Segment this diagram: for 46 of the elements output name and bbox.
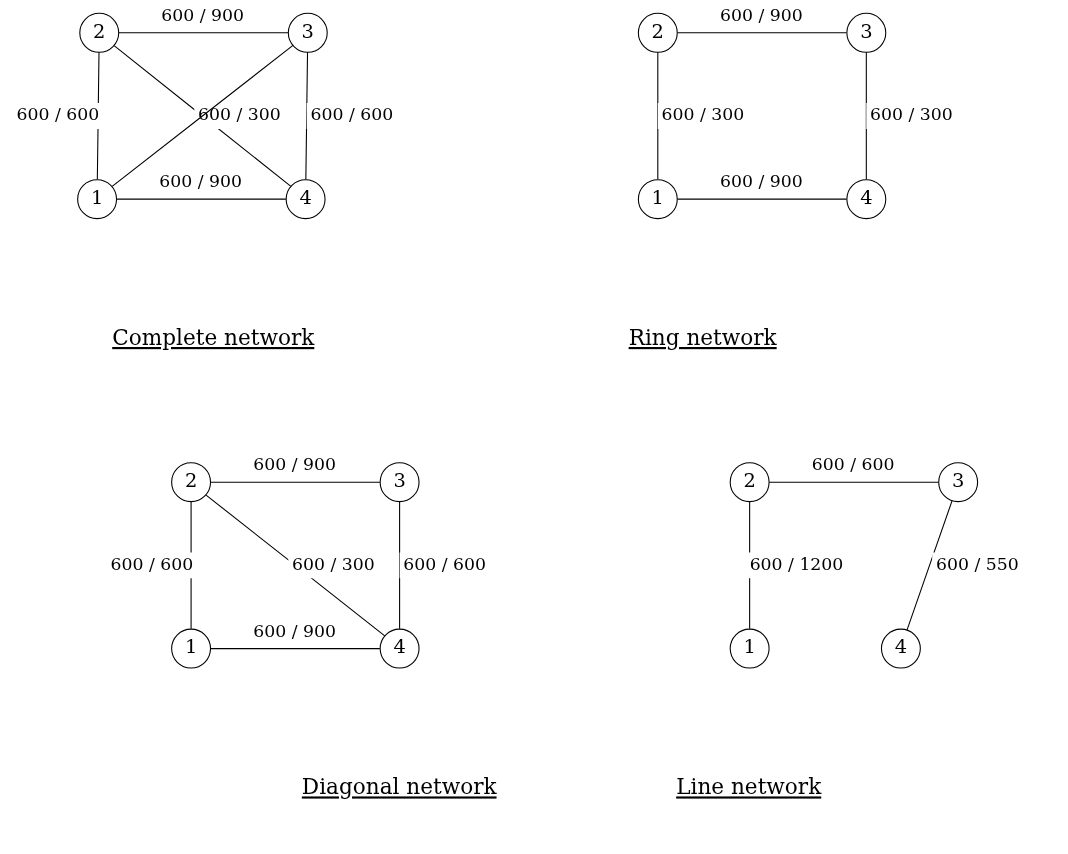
node-circle: 1 xyxy=(729,628,770,669)
edge-label: 600 / 600 xyxy=(16,104,100,125)
node-circle: 1 xyxy=(77,179,118,220)
node-circle: 3 xyxy=(846,12,887,53)
connector xyxy=(657,51,659,180)
label: Diagonal network xyxy=(301,774,497,800)
edge-label: 600 / 300 xyxy=(661,104,745,125)
edge-label: 600 / 900 xyxy=(159,171,242,192)
connector xyxy=(118,32,289,34)
connector xyxy=(399,501,401,630)
node-circle: 2 xyxy=(729,462,770,503)
node-circle: 4 xyxy=(846,179,887,220)
edge-label: 600 / 300 xyxy=(870,104,953,125)
node-circle: 2 xyxy=(637,12,678,53)
edge-label: 600 / 600 xyxy=(811,454,895,475)
edge-label: 600 / 900 xyxy=(719,171,803,192)
node-circle: 2 xyxy=(171,462,212,503)
edge-label: 600 / 600 xyxy=(310,104,394,125)
edge-label: 600 / 600 xyxy=(110,553,194,574)
label: Line network xyxy=(676,774,822,800)
node-circle: 3 xyxy=(938,462,979,503)
edge-label: 600 / 600 xyxy=(403,553,487,574)
connector xyxy=(676,198,848,200)
connector xyxy=(116,198,287,200)
node-circle: 1 xyxy=(171,628,212,669)
node-circle: 4 xyxy=(379,628,420,669)
label: Complete network xyxy=(112,325,315,350)
edge-label: 600 / 300 xyxy=(292,553,375,574)
connector xyxy=(768,481,939,483)
edge-label: 600 / 900 xyxy=(253,620,336,641)
node-circle: 2 xyxy=(79,12,120,53)
node-circle: 1 xyxy=(637,179,678,220)
node-circle: 4 xyxy=(285,179,326,220)
connector xyxy=(676,32,848,34)
label: Ring network xyxy=(628,325,777,350)
edge-label: 600 / 550 xyxy=(936,553,1019,574)
edge-label: 600 / 900 xyxy=(253,454,336,475)
connector xyxy=(210,481,381,483)
node-circle: 3 xyxy=(379,462,420,503)
connector xyxy=(906,500,953,631)
connector xyxy=(205,494,386,637)
connector xyxy=(210,648,381,650)
connector xyxy=(305,51,309,180)
node-circle: 4 xyxy=(880,628,921,669)
edge-label: 600 / 1200 xyxy=(749,553,844,574)
node-circle: 3 xyxy=(287,12,328,53)
